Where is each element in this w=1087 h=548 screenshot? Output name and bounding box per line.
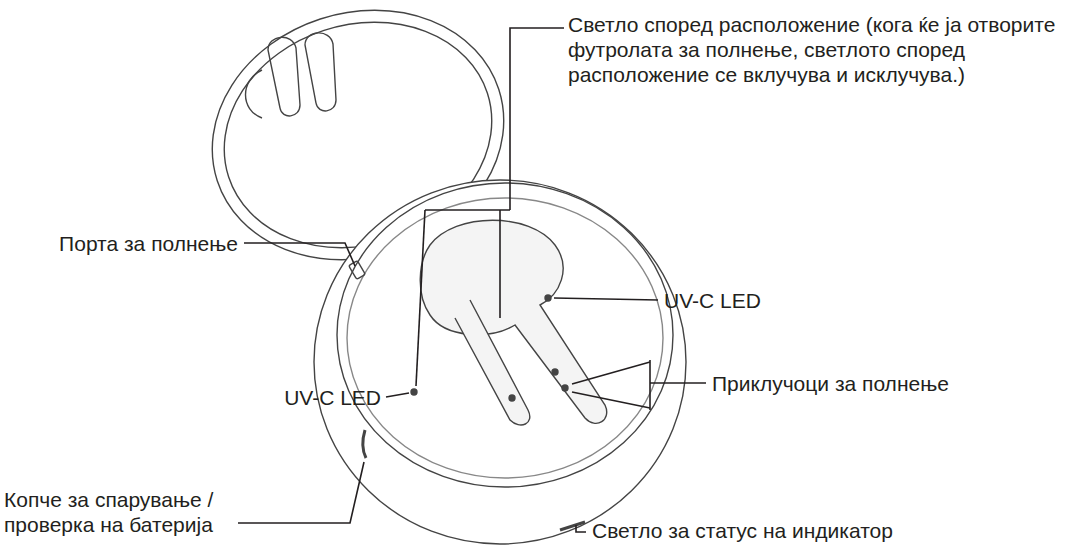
case-outer (314, 180, 686, 544)
case-recess (347, 198, 663, 478)
lid-cavity (305, 33, 336, 111)
leader-line (386, 393, 409, 397)
pairing-button (363, 430, 366, 458)
leader-line (238, 462, 364, 523)
leader-line (572, 362, 650, 384)
part-label: Порта за полнење (59, 231, 238, 256)
lid-cavity-edge (246, 70, 263, 118)
charging-contact (562, 385, 568, 391)
leader-line (572, 392, 650, 408)
charging-contact (552, 369, 558, 375)
case-rim (337, 183, 673, 487)
leader-line (416, 210, 425, 386)
leader-bracket (425, 209, 510, 211)
charging-port (349, 261, 366, 280)
part-label: UV-C LED (664, 288, 761, 313)
leader-line (244, 243, 355, 266)
earbud-stem (455, 300, 530, 425)
part-label: Светло според расположение (кога ќе ја о… (568, 12, 1080, 87)
lid-cavity (268, 37, 300, 116)
leader-lines (238, 28, 706, 532)
part-label: Светло за статус на индикатор (592, 518, 893, 543)
status-light (560, 522, 585, 530)
part-label: Копче за спарување / проверка на батериј… (4, 487, 236, 537)
charging-contact (509, 395, 515, 401)
leader-line (576, 525, 586, 532)
uv-c-led (411, 389, 417, 395)
uv-c-led (545, 295, 551, 301)
leader-line (510, 28, 564, 210)
leader-line (650, 382, 706, 384)
part-label: UV-C LED (284, 385, 381, 410)
leader-bracket (649, 360, 651, 410)
leader-line (554, 298, 658, 300)
part-label: Приклучоци за полнење (712, 371, 949, 396)
leader-line (499, 210, 501, 318)
